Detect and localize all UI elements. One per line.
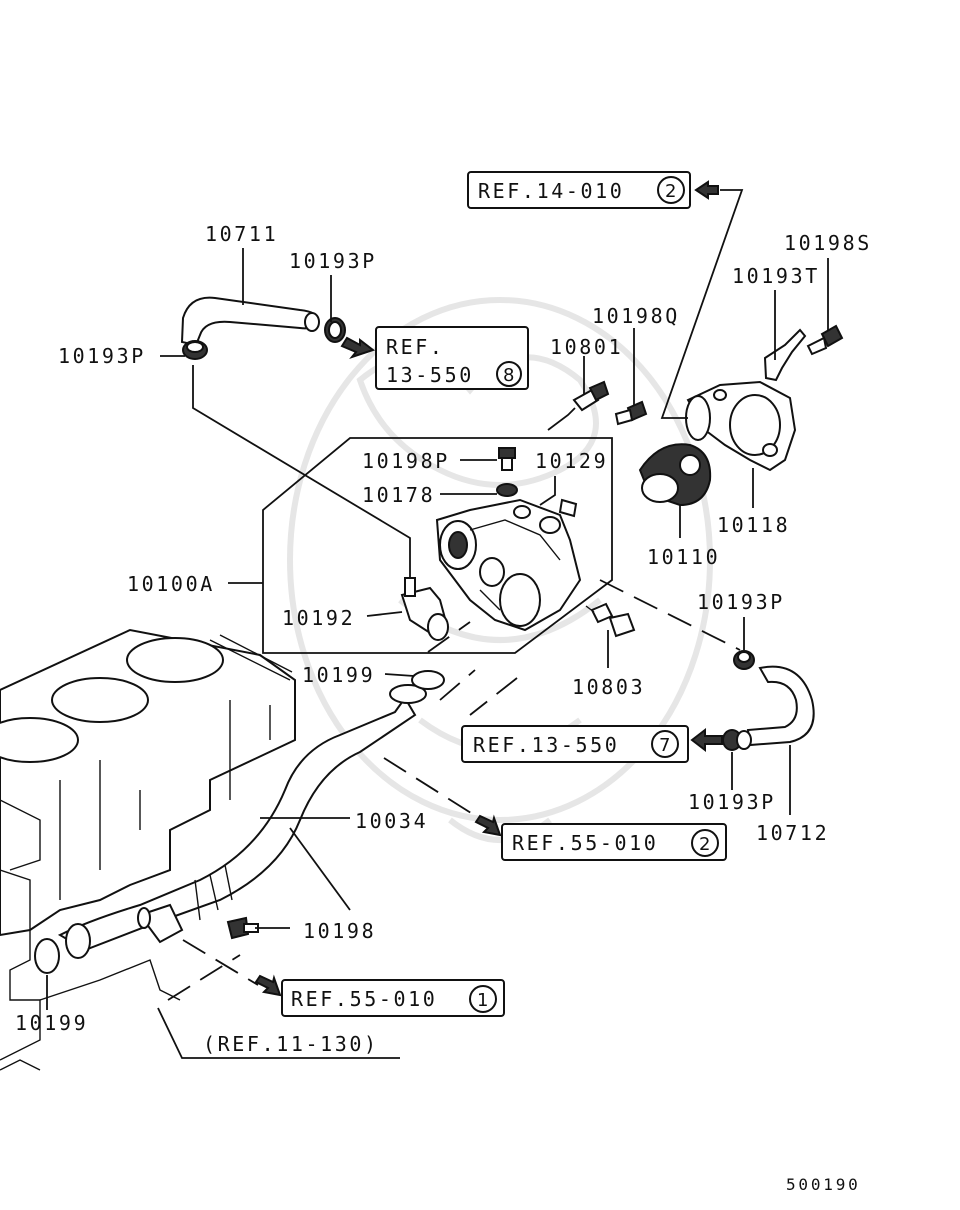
- clamp-10193P-lower: [722, 729, 752, 751]
- ref-circle-number: 2: [665, 181, 676, 202]
- ref-label-line2: 13-550: [386, 363, 474, 387]
- bolt-10198S: [806, 324, 844, 356]
- part-label-10193P-right[interactable]: 10193P: [697, 590, 785, 614]
- sensor-10803: [585, 602, 636, 638]
- o-ring-10199-mid: [411, 670, 445, 690]
- part-label-10712[interactable]: 10712: [756, 821, 829, 845]
- part-label-10178[interactable]: 10178: [362, 483, 435, 507]
- ref-box-14-010[interactable]: REF.14-010 2: [467, 171, 691, 209]
- bolt-10198P: [498, 447, 516, 471]
- part-label-10192[interactable]: 10192: [282, 606, 355, 630]
- ref-box-13-550-7[interactable]: REF.13-550 7: [461, 725, 689, 763]
- washer-10178: [496, 483, 518, 497]
- clamp-10193P-right: [733, 650, 755, 670]
- part-label-10803[interactable]: 10803: [572, 675, 645, 699]
- ref-circle-number: 8: [503, 365, 514, 386]
- part-label-10193T[interactable]: 10193T: [732, 264, 820, 288]
- ref-label: REF.55-010: [512, 831, 658, 855]
- gasket-10129: [558, 498, 578, 518]
- part-label-10110[interactable]: 10110: [647, 545, 720, 569]
- diagram-code: 500190: [786, 1175, 861, 1194]
- fitting-10192: [400, 577, 449, 641]
- part-label-10198[interactable]: 10198: [303, 919, 376, 943]
- ref-box-55-010-1[interactable]: REF.55-010 1: [281, 979, 505, 1017]
- part-label-10193P-top[interactable]: 10193P: [289, 249, 377, 273]
- ref-label: REF.55-010: [291, 987, 437, 1011]
- part-label-10034[interactable]: 10034: [355, 809, 428, 833]
- ref-label: REF.14-010: [478, 179, 624, 203]
- hose-10712: [746, 665, 815, 747]
- engine-block: [0, 628, 296, 1071]
- part-label-10198S[interactable]: 10198S: [784, 231, 872, 255]
- part-label-10711[interactable]: 10711: [205, 222, 278, 246]
- part-label-10198Q[interactable]: 10198Q: [592, 304, 680, 328]
- clamp-10193P-top: [324, 317, 346, 343]
- part-label-10100A[interactable]: 10100A: [127, 572, 215, 596]
- part-label-10129[interactable]: 10129: [535, 449, 608, 473]
- ref-11-130-label[interactable]: (REF.11-130): [203, 1032, 379, 1056]
- ref-box-55-010-2[interactable]: REF.55-010 2: [501, 823, 727, 861]
- o-ring-10199-left: [34, 938, 60, 974]
- part-label-10199-mid[interactable]: 10199: [302, 663, 375, 687]
- ref-circle-number: 7: [659, 735, 670, 756]
- hose-10711: [180, 296, 320, 347]
- dashed-guides: [167, 579, 741, 1001]
- part-label-10193P-lower[interactable]: 10193P: [688, 790, 776, 814]
- ref-label: REF.13-550: [473, 733, 619, 757]
- clamp-10193P-left: [182, 340, 208, 360]
- part-label-10199-left[interactable]: 10199: [15, 1011, 88, 1035]
- part-labels: 10711 10193P 10193P 10198S 10193T 10198Q…: [15, 222, 872, 1035]
- ref-arrows: [254, 180, 723, 997]
- part-label-10801[interactable]: 10801: [550, 335, 623, 359]
- part-label-10193P-left[interactable]: 10193P: [58, 344, 146, 368]
- bolt-10198Q: [614, 400, 648, 426]
- ref-circle-number: 1: [477, 990, 488, 1011]
- ref-box-13-550-8[interactable]: REF. 13-550 8: [375, 326, 529, 390]
- assembly-outline-10100A: [262, 437, 613, 654]
- bracket-10193T: [763, 328, 807, 382]
- bolt-10198: [226, 916, 259, 940]
- part-label-10118[interactable]: 10118: [717, 513, 790, 537]
- ref-label-line1: REF.: [386, 335, 445, 359]
- water-pipe-10034: [57, 684, 427, 959]
- part-label-10198P[interactable]: 10198P: [362, 449, 450, 473]
- leader-lines: [46, 189, 829, 1059]
- sensor-10801: [572, 380, 610, 412]
- ref-circle-number: 2: [699, 834, 710, 855]
- thermostat-10110: [638, 443, 712, 507]
- thermostat-housing-body: [435, 498, 582, 632]
- water-inlet-10118: [685, 380, 797, 472]
